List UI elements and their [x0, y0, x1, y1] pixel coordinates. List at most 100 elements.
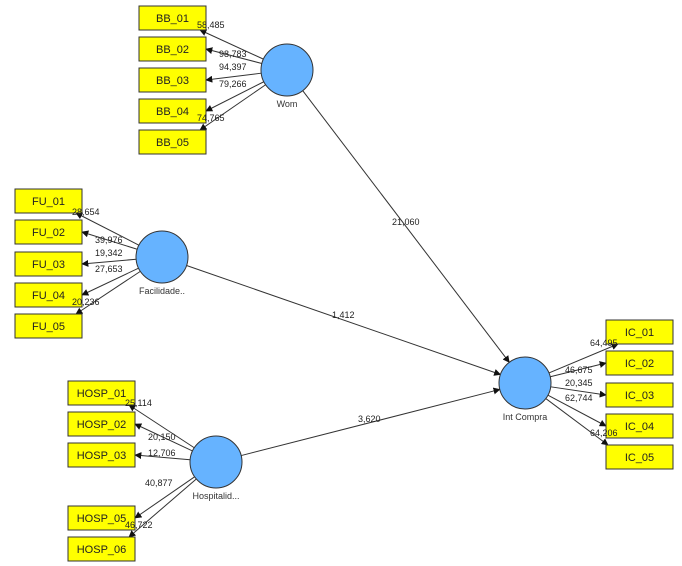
indicator-node[interactable]: BB_04 [138, 98, 207, 124]
indicator-box[interactable] [605, 319, 674, 345]
loading-value: 19,342 [95, 248, 123, 258]
indicator-box[interactable] [14, 313, 83, 339]
loading-value: 25,114 [125, 398, 152, 408]
latent-variable-wom[interactable]: Wom [260, 43, 314, 109]
loading-arrow [550, 386, 607, 398]
latent-variable-int_compra[interactable]: Int Compra [498, 356, 552, 422]
indicator-box[interactable] [605, 382, 674, 408]
path-arrow-wom [302, 90, 510, 363]
indicator-label: BB_03 [156, 75, 189, 87]
indicator-box[interactable] [67, 505, 136, 531]
indicator-box[interactable] [138, 36, 207, 62]
path-arrow-facilidade [186, 265, 502, 376]
indicator-label: BB_01 [156, 13, 189, 25]
loading-value: 40,877 [145, 478, 173, 488]
indicator-node[interactable]: BB_05 [138, 129, 207, 155]
latent-label: Facilidade.. [139, 286, 185, 296]
indicator-box[interactable] [138, 67, 207, 93]
path-coefficient-hospitalidade: 3,620 [358, 414, 381, 424]
loading-arrow [547, 394, 607, 427]
loading-arrow [75, 270, 141, 315]
indicator-node[interactable]: FU_03 [14, 251, 83, 277]
indicator-node[interactable]: FU_02 [14, 219, 83, 245]
indicator-label: BB_02 [156, 44, 189, 56]
indicator-box[interactable] [67, 536, 136, 562]
loading-arrow [134, 423, 193, 452]
loading-arrow [205, 47, 262, 64]
loading-arrow [81, 230, 138, 250]
indicator-label: FU_01 [32, 196, 65, 208]
indicator-box[interactable] [14, 188, 83, 214]
loading-value: 46,675 [565, 365, 593, 375]
loading-arrow [199, 84, 266, 131]
indicator-box[interactable] [67, 380, 136, 406]
indicator-node[interactable]: BB_02 [138, 36, 207, 62]
indicator-node[interactable]: BB_01 [138, 5, 207, 31]
indicator-node[interactable]: IC_03 [605, 382, 674, 408]
indicator-node[interactable]: IC_02 [605, 350, 674, 376]
indicator-box[interactable] [138, 5, 207, 31]
latent-variable-facilidade[interactable]: Facilidade.. [135, 230, 189, 296]
loading-arrow [134, 476, 195, 519]
loading-arrow [75, 212, 140, 246]
indicator-node[interactable]: IC_01 [605, 319, 674, 345]
indicator-label: IC_02 [625, 358, 654, 370]
latent-circle[interactable] [189, 435, 243, 489]
indicator-box[interactable] [67, 411, 136, 437]
indicator-box[interactable] [67, 442, 136, 468]
latent-circle[interactable] [260, 43, 314, 97]
indicator-node[interactable]: IC_04 [605, 413, 674, 439]
latent-label: Wom [277, 99, 298, 109]
latent-variable-hospitalidade[interactable]: Hospitalid... [189, 435, 243, 501]
loading-value: 94,397 [219, 62, 247, 72]
indicator-label: HOSP_06 [77, 544, 127, 556]
loading-value: 27,653 [95, 264, 123, 274]
loading-value: 74,765 [197, 113, 225, 123]
loading-arrow [134, 452, 191, 461]
indicator-label: HOSP_01 [77, 388, 127, 400]
path-arrow-hospitalidade [241, 387, 501, 457]
loading-arrow [548, 343, 619, 374]
indicator-label: BB_04 [156, 106, 189, 118]
loading-value: 20,236 [72, 297, 100, 307]
loading-value: 79,266 [219, 79, 247, 89]
path-coefficient-wom: 21,060 [392, 217, 420, 227]
indicator-box[interactable] [605, 350, 674, 376]
loading-value: 28,654 [72, 207, 100, 217]
indicator-label: FU_03 [32, 259, 65, 271]
loading-arrow [81, 267, 139, 296]
indicator-label: IC_03 [625, 390, 654, 402]
loading-value: 58,485 [197, 20, 225, 30]
loading-value: 64,495 [590, 338, 618, 348]
indicator-label: FU_05 [32, 321, 65, 333]
indicator-box[interactable] [138, 129, 207, 155]
loading-value: 64,206 [590, 428, 618, 438]
indicator-node[interactable]: FU_05 [14, 313, 83, 339]
indicator-node[interactable]: HOSP_01 [67, 380, 136, 406]
loading-arrow [128, 404, 195, 449]
indicator-node[interactable]: FU_04 [14, 282, 83, 308]
loading-value: 39,976 [95, 235, 123, 245]
indicator-node[interactable]: FU_01 [14, 188, 83, 214]
indicator-box[interactable] [14, 219, 83, 245]
indicator-node[interactable]: HOSP_03 [67, 442, 136, 468]
indicator-node[interactable]: BB_03 [138, 67, 207, 93]
latent-circle[interactable] [498, 356, 552, 410]
loading-value: 46,722 [125, 520, 153, 530]
indicator-node[interactable]: IC_05 [605, 444, 674, 470]
indicator-box[interactable] [605, 444, 674, 470]
indicator-label: FU_02 [32, 227, 65, 239]
loading-value: 62,744 [565, 393, 593, 403]
latent-circle[interactable] [135, 230, 189, 284]
indicator-node[interactable]: HOSP_02 [67, 411, 136, 437]
indicator-label: FU_04 [32, 290, 65, 302]
indicator-box[interactable] [14, 251, 83, 277]
indicator-box[interactable] [14, 282, 83, 308]
indicator-node[interactable]: HOSP_06 [67, 536, 136, 562]
loading-arrow [205, 72, 262, 83]
indicator-box[interactable] [605, 413, 674, 439]
indicator-box[interactable] [138, 98, 207, 124]
loading-value: 20,345 [565, 378, 593, 388]
indicator-node[interactable]: HOSP_05 [67, 505, 136, 531]
